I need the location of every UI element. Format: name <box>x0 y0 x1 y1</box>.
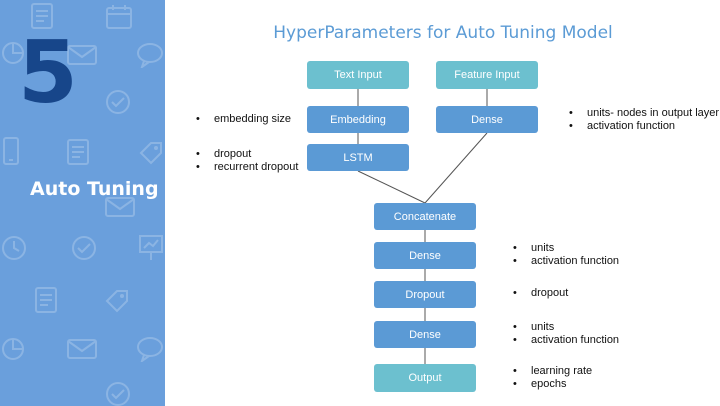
annotation-item: activation function <box>513 255 619 268</box>
chat-bubble-icon <box>137 337 163 362</box>
annotation-embedding: embedding size <box>196 113 291 126</box>
node-output: Output <box>374 364 476 392</box>
connector-dense-concatenate <box>424 132 488 204</box>
annotation-item: recurrent dropout <box>196 161 298 174</box>
document-icon <box>35 287 57 313</box>
annotation-item: activation function <box>513 334 619 347</box>
annotation-item: dropout <box>513 287 568 300</box>
sidebar-panel: 5 Auto Tuning <box>0 0 165 406</box>
annotation-item: embedding size <box>196 113 291 126</box>
annotation-lstm: dropout recurrent dropout <box>196 148 298 174</box>
annotation-item: dropout <box>196 148 298 161</box>
node-text-input: Text Input <box>307 61 409 89</box>
check-circle-icon <box>106 90 130 114</box>
pie-chart-icon <box>2 338 24 360</box>
section-number: 5 <box>18 23 78 123</box>
annotation-output: learning rate epochs <box>513 365 592 391</box>
node-feature-input: Feature Input <box>436 61 538 89</box>
annotation-dense-top: units- nodes in output layer activation … <box>569 107 719 133</box>
node-concatenate: Concatenate <box>374 203 476 230</box>
document-icon <box>31 3 53 29</box>
envelope-icon <box>67 339 97 359</box>
annotation-dropout: dropout <box>513 287 568 300</box>
document-icon <box>67 139 89 165</box>
calendar-icon <box>106 5 132 29</box>
annotation-item: units- nodes in output layer <box>569 107 719 120</box>
annotation-item: learning rate <box>513 365 592 378</box>
tag-icon <box>105 290 128 313</box>
envelope-icon <box>67 45 97 65</box>
pie-chart-icon <box>2 42 24 64</box>
clock-icon <box>2 236 26 260</box>
node-dense-top: Dense <box>436 106 538 133</box>
presentation-icon <box>139 235 163 260</box>
check-circle-icon <box>106 382 130 406</box>
node-lstm: LSTM <box>307 144 409 171</box>
tag-icon <box>139 142 162 165</box>
annotation-item: activation function <box>569 120 719 133</box>
section-title: Auto Tuning <box>30 178 159 200</box>
check-circle-icon <box>72 236 96 260</box>
annotation-item: epochs <box>513 378 592 391</box>
connector-lstm-concatenate <box>357 170 426 204</box>
node-dropout: Dropout <box>374 281 476 308</box>
annotation-item: units <box>513 321 619 334</box>
node-dense-1: Dense <box>374 242 476 269</box>
node-embedding: Embedding <box>307 106 409 133</box>
annotation-dense-1: units activation function <box>513 242 619 268</box>
phone-icon <box>3 137 19 165</box>
chat-bubble-icon <box>137 43 163 68</box>
envelope-icon <box>105 197 135 217</box>
annotation-item: units <box>513 242 619 255</box>
slide-title: HyperParameters for Auto Tuning Model <box>273 23 613 43</box>
annotation-dense-2: units activation function <box>513 321 619 347</box>
node-dense-2: Dense <box>374 321 476 348</box>
